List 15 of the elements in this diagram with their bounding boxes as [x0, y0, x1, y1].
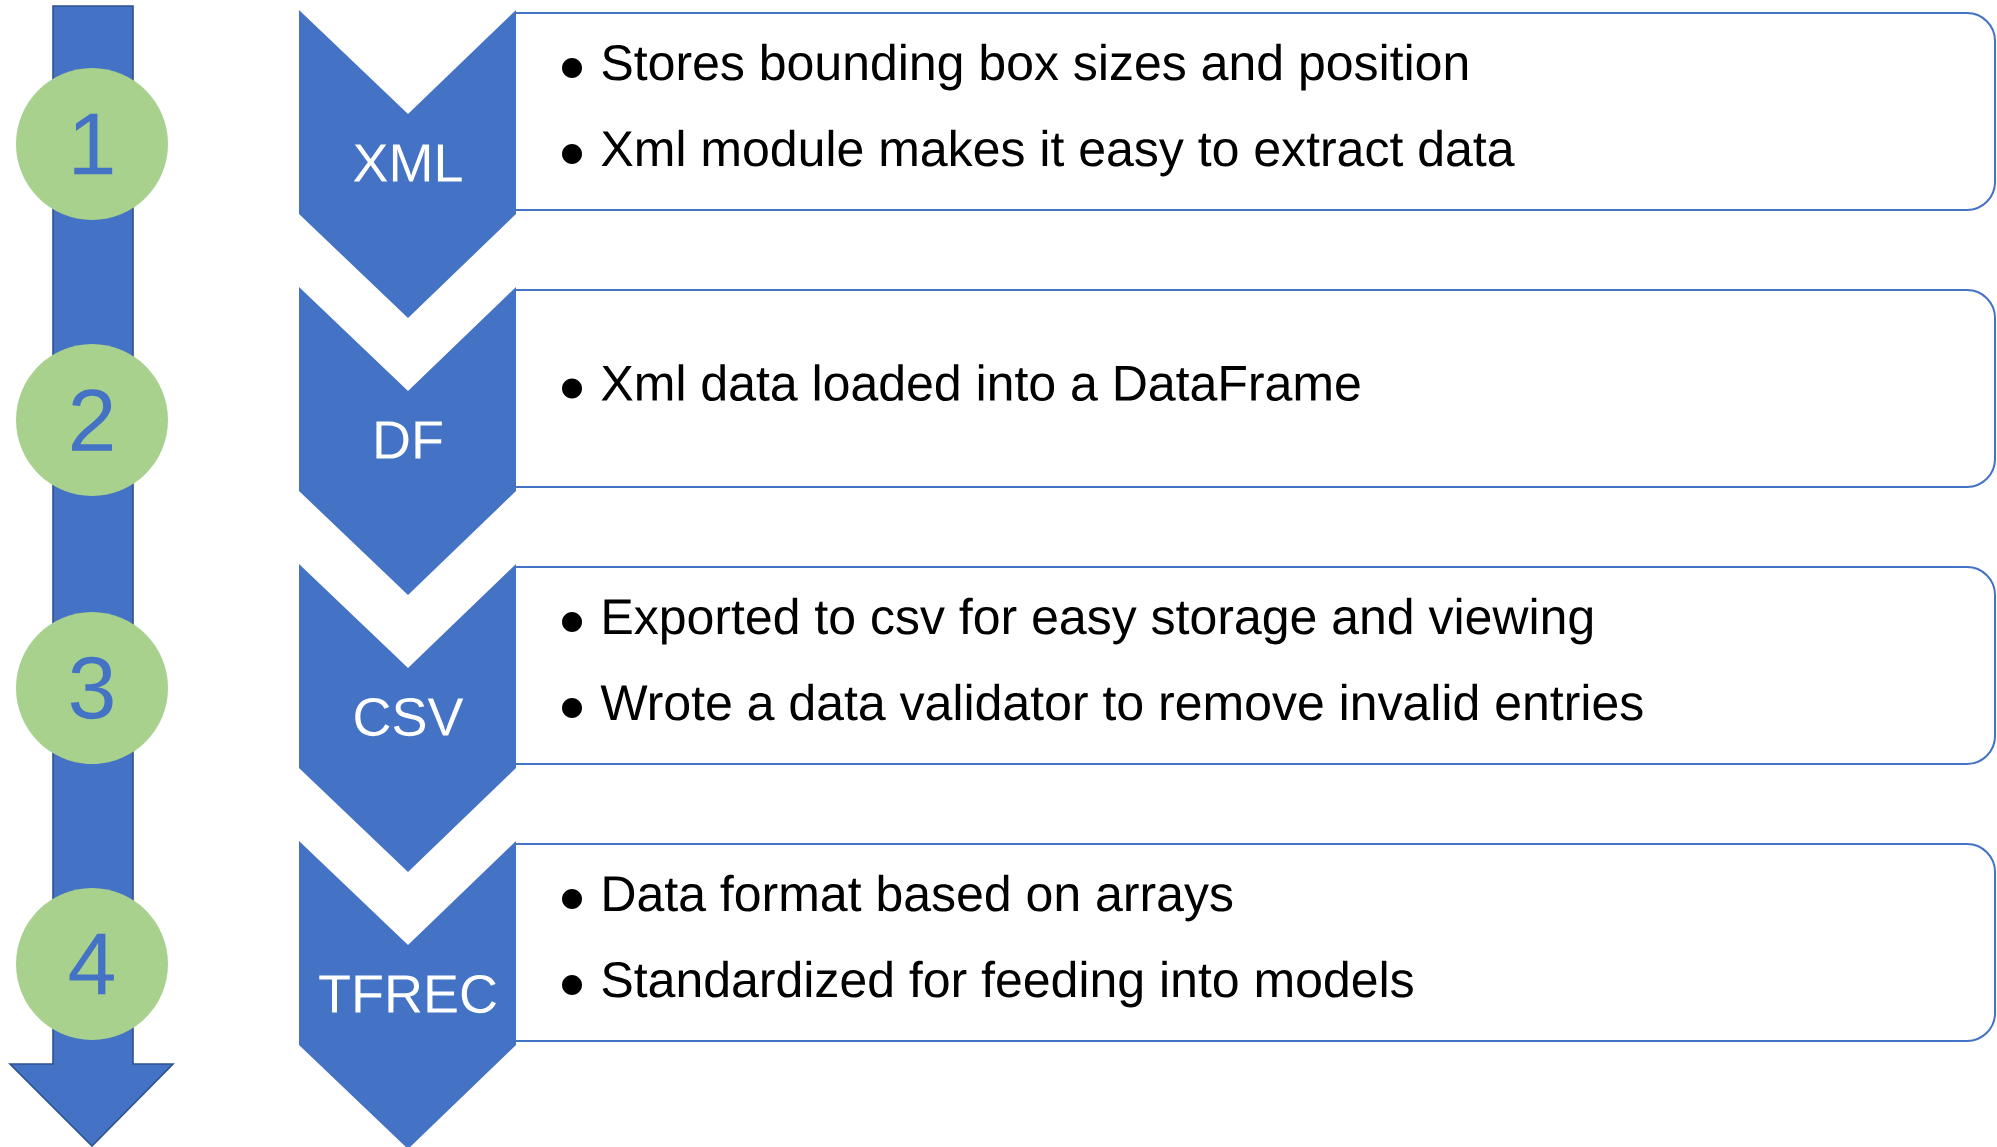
node-label: Xml module makes it easy to extract data: [601, 129, 1515, 177]
node-label: Exported to csv for easy storage and viewing: [604, 597, 1592, 645]
bullet-list-box: Xml data loaded into a DataFrame: [515, 289, 1996, 488]
chevron-step: XML: [299, 10, 516, 318]
bullet-list-box: Data format based on arrays Standardized for feeding into models: [515, 843, 1996, 1042]
node-label: Wrote a data validator to remove invalid entries: [600, 683, 1643, 721]
bullet-list-box: Stores bounding box sizes and position Xml module makes it easy to extract data: [515, 12, 1996, 211]
bullet-list-box: Exported to csv for easy storage and viewing Wrote a data validator to remove invalid entries: [515, 566, 1996, 765]
node-label: Standardized for feeding into models: [602, 960, 1413, 1008]
chevron-step: TFREC: [299, 841, 516, 1147]
node-label: Xml data loaded into a DataFrame: [601, 364, 1360, 402]
node-label: Stores bounding box sizes and position: [602, 43, 1468, 91]
chevron-step: DF: [299, 287, 516, 595]
node-label: Data format based on arrays: [604, 874, 1233, 922]
chevron-step: CSV: [299, 564, 516, 872]
